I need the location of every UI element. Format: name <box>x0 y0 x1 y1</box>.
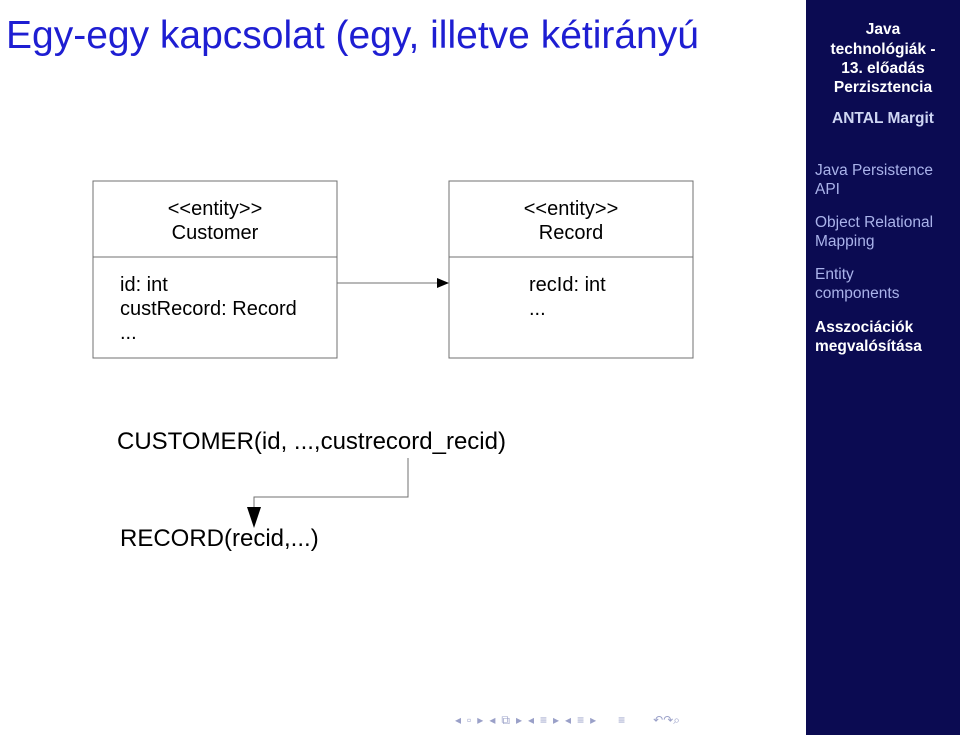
sidebar-item-orm[interactable]: Object Relational Mapping <box>815 213 955 251</box>
foreign-key-arrow <box>247 458 409 528</box>
record-class-box: <<entity>> Record recId: int ... <box>448 180 694 359</box>
nav-right-arrow[interactable]: ▸ <box>553 713 560 727</box>
sidebar-item-label: API <box>815 181 840 198</box>
customer-attr-custrecord: custRecord: Record <box>120 298 297 320</box>
nav-right-arrow[interactable]: ▸ <box>477 713 484 727</box>
sidebar-item-jpa[interactable]: Java Persistence API <box>815 161 955 199</box>
sidebar-course-title-line4: Perzisztencia <box>833 79 933 96</box>
section-icon[interactable]: ≡ <box>577 713 585 727</box>
nav-left-arrow[interactable]: ◂ <box>527 713 534 727</box>
slide-icon[interactable]: ≡ <box>618 713 626 727</box>
sidebar-course-title-line2: technológiák - <box>830 41 936 58</box>
frame-icon[interactable]: ▫ <box>467 713 472 727</box>
sidebar-item-entity-components[interactable]: Entity components <box>815 265 955 303</box>
customer-attr-id: id: int <box>120 274 168 296</box>
slide-title: Egy-egy kapcsolat (egy, illetve kétirány… <box>6 14 699 57</box>
sidebar: Java technológiák - 13. előadás Perziszt… <box>806 0 960 735</box>
sidebar-item-label: Object Relational <box>815 214 934 231</box>
beamer-navigation: ◂ ▫ ▸ ◂ ⧉ ▸ ◂ ≡ ▸ ◂ ≡ ▸ ≡ ↶↷⌕ <box>455 710 800 730</box>
nav-right-arrow[interactable]: ▸ <box>515 713 522 727</box>
sidebar-item-label: Entity <box>815 266 854 283</box>
sidebar-author: ANTAL Margit <box>832 110 934 127</box>
sidebar-course-title-line1: Java <box>865 21 901 38</box>
sidebar-item-label: Asszociációk <box>815 319 914 336</box>
record-name: Record <box>539 222 603 244</box>
record-attr-recid: recId: int <box>529 274 606 296</box>
sidebar-item-label: components <box>815 285 900 302</box>
customer-stereotype: <<entity>> <box>168 198 263 220</box>
nav-left-arrow[interactable]: ◂ <box>565 713 572 727</box>
record-stereotype: <<entity>> <box>524 198 619 220</box>
sidebar-item-label: Mapping <box>815 233 875 250</box>
uml-diagram: <<entity>> Customer id: int custRecord: … <box>92 180 694 552</box>
customer-name: Customer <box>172 222 259 244</box>
sidebar-course-title-line3: 13. előadás <box>841 60 925 77</box>
search-icon[interactable]: ↶↷⌕ <box>653 713 680 727</box>
customer-attr-more: ... <box>120 322 137 344</box>
nav-right-arrow[interactable]: ▸ <box>590 713 597 727</box>
sidebar-item-label: megvalósítása <box>815 338 922 355</box>
sidebar-item-label: Java Persistence <box>815 162 934 179</box>
subsection-icon[interactable]: ⧉ <box>501 713 510 727</box>
customer-class-box: <<entity>> Customer id: int custRecord: … <box>92 180 338 359</box>
table-record: RECORD(recid,...) <box>120 525 319 552</box>
record-attr-more: ... <box>529 298 546 320</box>
sidebar-item-associations[interactable]: Asszociációk megvalósítása <box>815 318 955 356</box>
table-customer: CUSTOMER(id, ...,custrecord_recid) <box>117 428 506 455</box>
nav-left-arrow[interactable]: ◂ <box>455 713 462 727</box>
nav-left-arrow[interactable]: ◂ <box>489 713 496 727</box>
section-icon[interactable]: ≡ <box>540 713 548 727</box>
